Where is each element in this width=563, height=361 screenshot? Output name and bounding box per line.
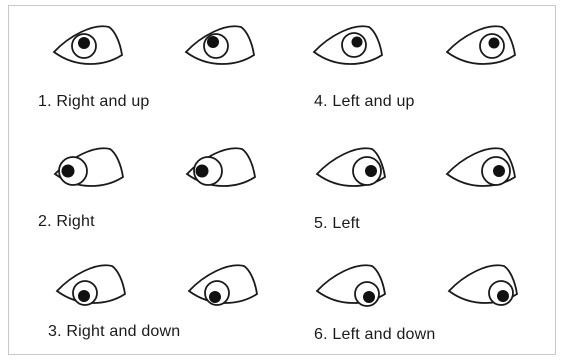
eye-panel-5-left-eye	[317, 148, 385, 186]
caption-right-and-up: 1. Right and up	[38, 93, 150, 111]
pupil	[62, 165, 75, 178]
caption-left-and-down: 6. Left and down	[314, 326, 436, 344]
pupil	[78, 290, 90, 302]
eye-panel-1-left-eye	[54, 26, 122, 64]
pupil	[209, 291, 221, 303]
pupil	[352, 37, 363, 48]
eye-panel-4-right-eye	[447, 26, 515, 64]
eye-panel-3-left-eye	[57, 265, 125, 305]
eye-panel-2-right-eye	[187, 148, 255, 186]
caption-left-and-up: 4. Left and up	[314, 93, 415, 111]
pupil	[365, 165, 377, 177]
pupil	[493, 165, 505, 177]
pupil	[196, 165, 209, 178]
eye-panel-6-right-eye	[449, 265, 517, 305]
eye-panel-5-right-eye	[447, 148, 515, 186]
eye-panel-4-left-eye	[314, 26, 382, 64]
eye-panel-1-right-eye	[186, 26, 254, 64]
pupil	[363, 291, 375, 303]
caption-right-and-down: 3. Right and down	[48, 323, 180, 341]
caption-left: 5. Left	[314, 215, 360, 233]
eye-panel-2-left-eye	[55, 148, 123, 186]
eye-panel-6-left-eye	[317, 265, 385, 306]
pupil	[489, 38, 500, 49]
pupil	[207, 36, 219, 48]
caption-right: 2. Right	[38, 213, 95, 231]
pupil	[497, 290, 509, 302]
eye-panel-3-right-eye	[189, 265, 257, 305]
pupil	[78, 37, 90, 49]
